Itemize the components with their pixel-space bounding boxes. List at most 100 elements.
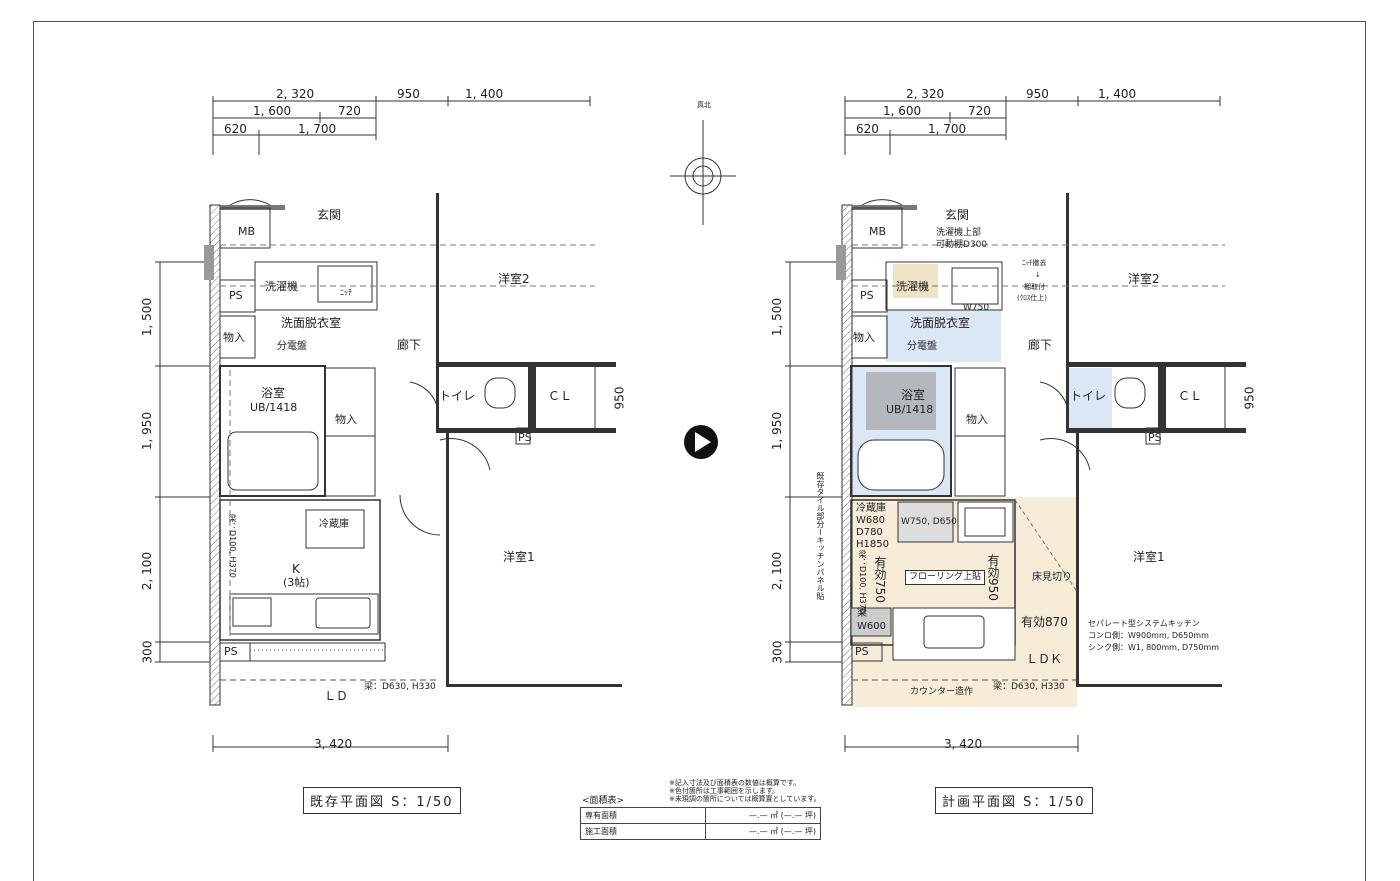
plan-beam-1: 梁：D100, H370: [858, 550, 867, 614]
floor-plan-drawing: [155, 96, 1246, 752]
area-value-2: —.— ㎡ (—.— 坪): [705, 823, 821, 840]
plan-walls: [836, 193, 1246, 706]
plan-kitchen-2: コンロ側：W900mm, D650mm: [1088, 631, 1209, 640]
room-yoshitsu-2: 洋室2: [498, 272, 530, 286]
plan-beam-w: 梁: [857, 608, 867, 619]
plan-counter: カウンター造作: [910, 687, 974, 697]
note-2: ※色付箇所は工事範囲を示します。: [669, 787, 780, 795]
plan-room-genkan: 玄関: [945, 208, 970, 222]
plan-sentakuki-top-1: 洗濯機上部: [936, 228, 982, 238]
plan-room-mono-2: 物入: [966, 413, 988, 426]
dim-existing-950: 950: [397, 87, 420, 101]
room-reizoko: 冷蔵庫: [319, 519, 349, 530]
plan-niche-3: 棚取付: [1024, 283, 1045, 291]
room-senmen: 洗面脱衣室: [281, 316, 342, 330]
plan-sentakuki-top-2: 可動棚D300: [936, 240, 988, 250]
dim-plan-2320: 2, 320: [906, 87, 945, 101]
dim-plan-2100: 2, 100: [770, 551, 785, 591]
room-mono-1: 物入: [223, 331, 245, 344]
dim-plan-300: 300: [770, 640, 785, 664]
room-roka: 廊下: [397, 338, 422, 352]
plan-room-yoshitsu-1: 洋室1: [1133, 550, 1165, 564]
room-yokushitsu: 浴室: [261, 386, 286, 400]
plan-w750: W750: [963, 303, 990, 313]
dim-plan-1500: 1, 500: [770, 297, 785, 337]
dim-existing-2100: 2, 100: [140, 551, 155, 591]
plan-room-toilet: トイレ: [1070, 389, 1107, 403]
plan-flooring: フローリング上貼: [905, 570, 986, 585]
dim-plan-720: 720: [968, 104, 991, 118]
dim-plan-3420: 3, 420: [944, 737, 983, 751]
dim-existing-1600: 1, 600: [253, 104, 292, 118]
plan-room-mb: MB: [869, 225, 887, 238]
plan-yukamikiri: 床見切り: [1032, 572, 1072, 583]
dim-existing-1950: 1, 950: [140, 411, 155, 451]
room-mb: MB: [238, 225, 256, 238]
dim-existing-950-right: 950: [612, 386, 627, 410]
dim-plan-620: 620: [856, 122, 879, 136]
dim-plan-1400: 1, 400: [1098, 87, 1137, 101]
area-label-2: 施工面積: [580, 823, 706, 840]
plan-room-bunden: 分電盤: [907, 341, 937, 352]
sheet-frame: [33, 21, 1366, 881]
room-toilet: トイレ: [439, 389, 476, 403]
plan-room-roka: 廊下: [1028, 338, 1053, 352]
room-ub: UB/1418: [250, 401, 298, 414]
notes: ※記入寸法及び面積表の数値は概算です。 ※色付箇所は工事範囲を示します。 ※未現…: [669, 779, 821, 803]
room-cl: ＣＬ: [548, 389, 573, 403]
plan-room-ps-2: PS: [1148, 431, 1162, 444]
room-mono-2: 物入: [335, 413, 357, 426]
plan-room-senmen: 洗面脱衣室: [910, 316, 971, 330]
area-value-1: —.— ㎡ (—.— 坪): [705, 807, 821, 824]
dim-existing-300: 300: [140, 640, 155, 664]
existing-plan-title: 既存平面図 S：1/50: [303, 787, 461, 814]
plan-w600: W600: [857, 621, 886, 632]
table-row: 専有面積 —.— ㎡ (—.— 坪): [580, 807, 821, 824]
dim-existing-3420: 3, 420: [314, 737, 353, 751]
dim-existing-2320: 2, 320: [276, 87, 315, 101]
dim-plan-1700: 1, 700: [928, 122, 967, 136]
dim-plan-950: 950: [1026, 87, 1049, 101]
plan-room-ps-3: PS: [855, 645, 869, 658]
plan-yuko-750: 有効750: [873, 556, 887, 603]
north-label: 真北: [697, 101, 711, 109]
plan-yuko-950: 有効950: [986, 554, 1000, 601]
room-k-size: (3帖): [283, 576, 310, 589]
area-table-caption: <面積表>: [582, 796, 625, 806]
existing-walls: [204, 193, 622, 706]
room-k: K: [292, 562, 300, 576]
plan-kitchen-1: セパレート型システムキッチン: [1088, 619, 1200, 628]
room-sentakuki: 洗濯機: [265, 280, 298, 293]
plan-title: 計画平面図 S：1/50: [935, 787, 1093, 814]
plan-yuko-870: 有効870: [1021, 615, 1068, 629]
plan-room-cl: ＣＬ: [1178, 389, 1203, 403]
plan-room-ub: UB/1418: [886, 403, 934, 416]
plan-w750-d650: W750, D650: [901, 517, 957, 527]
dim-existing-720: 720: [338, 104, 361, 118]
room-ld: ＬＤ: [324, 689, 349, 703]
plan-reizoko-3: D780: [856, 527, 883, 538]
room-ps-2: PS: [518, 431, 532, 444]
dim-plan-1600: 1, 600: [883, 104, 922, 118]
plan-reizoko-4: H1850: [856, 539, 889, 550]
dim-existing-1700: 1, 700: [298, 122, 337, 136]
plan-niche-2: ↓: [1035, 271, 1041, 279]
transition-arrow: [684, 425, 718, 459]
plan-tile-note: 既存タイル部分ーキッチンパネル貼: [816, 472, 825, 600]
dim-existing-620: 620: [224, 122, 247, 136]
dim-plan-950-right: 950: [1242, 386, 1257, 410]
beam-existing-1: 梁：D100, H370: [228, 514, 237, 578]
room-ps-3: PS: [224, 645, 238, 658]
north-arrow: [670, 120, 736, 225]
plan-room-yoshitsu-2: 洋室2: [1128, 272, 1160, 286]
plan-reizoko-1: 冷蔵庫: [856, 503, 886, 514]
plan-room-ps-1: PS: [860, 289, 874, 302]
room-yoshitsu-1: 洋室1: [503, 550, 535, 564]
dim-existing-1400: 1, 400: [465, 87, 504, 101]
room-ps-1: PS: [229, 289, 243, 302]
plan-room-yokushitsu: 浴室: [901, 388, 926, 402]
room-genkan: 玄関: [317, 208, 342, 222]
plan-room-mono-1: 物入: [853, 331, 875, 344]
dim-existing-1500: 1, 500: [140, 297, 155, 337]
note-3: ※未現調の箇所については概算置としています。: [669, 795, 821, 803]
